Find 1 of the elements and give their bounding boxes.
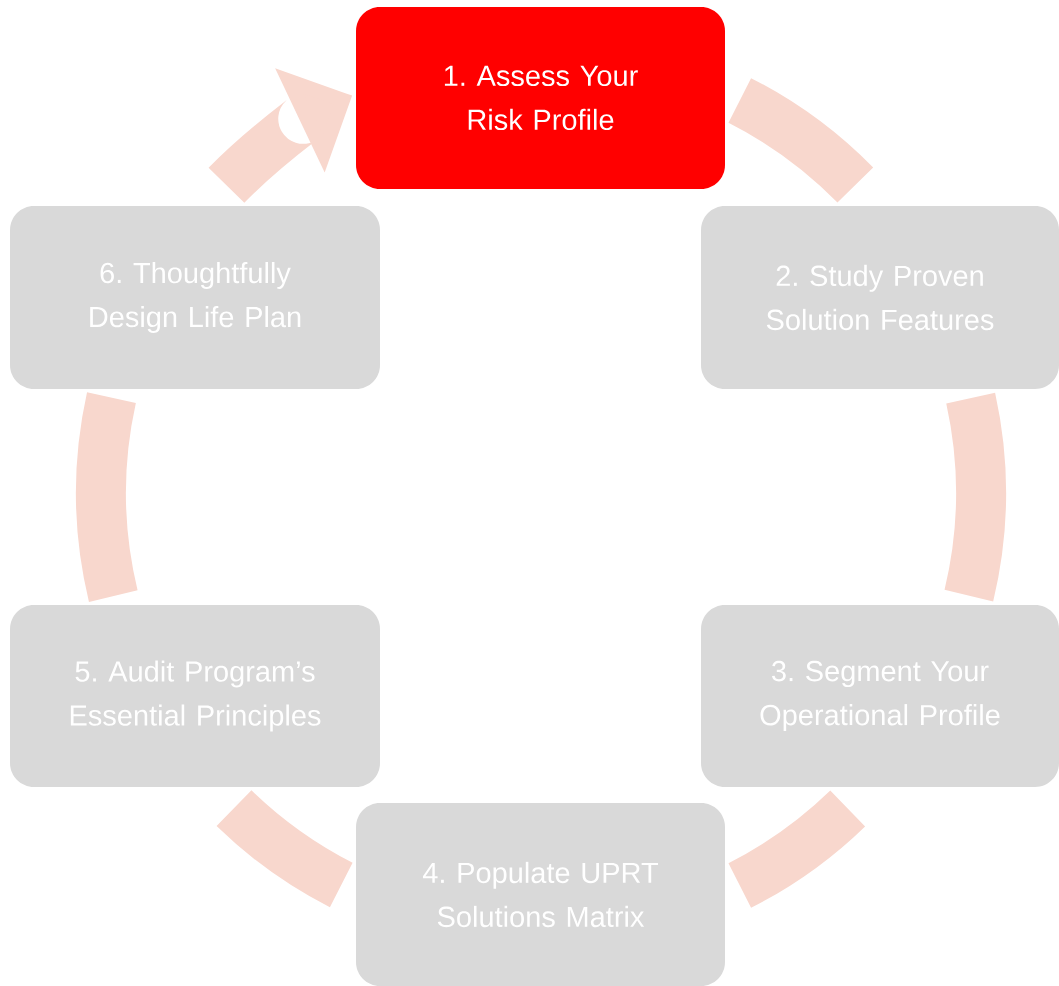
step-box: 1. Assess Your Risk Profile xyxy=(356,7,725,189)
